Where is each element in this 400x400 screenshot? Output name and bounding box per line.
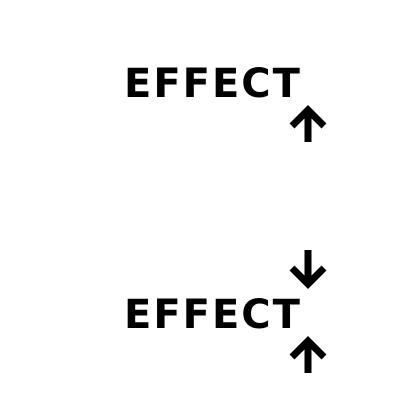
effect-label-bottom: EFFECT	[124, 292, 302, 338]
up-arrow-icon	[288, 335, 328, 375]
up-arrow-icon	[288, 104, 328, 144]
effect-label-top: EFFECT	[124, 61, 302, 107]
down-arrow-icon	[288, 250, 328, 290]
